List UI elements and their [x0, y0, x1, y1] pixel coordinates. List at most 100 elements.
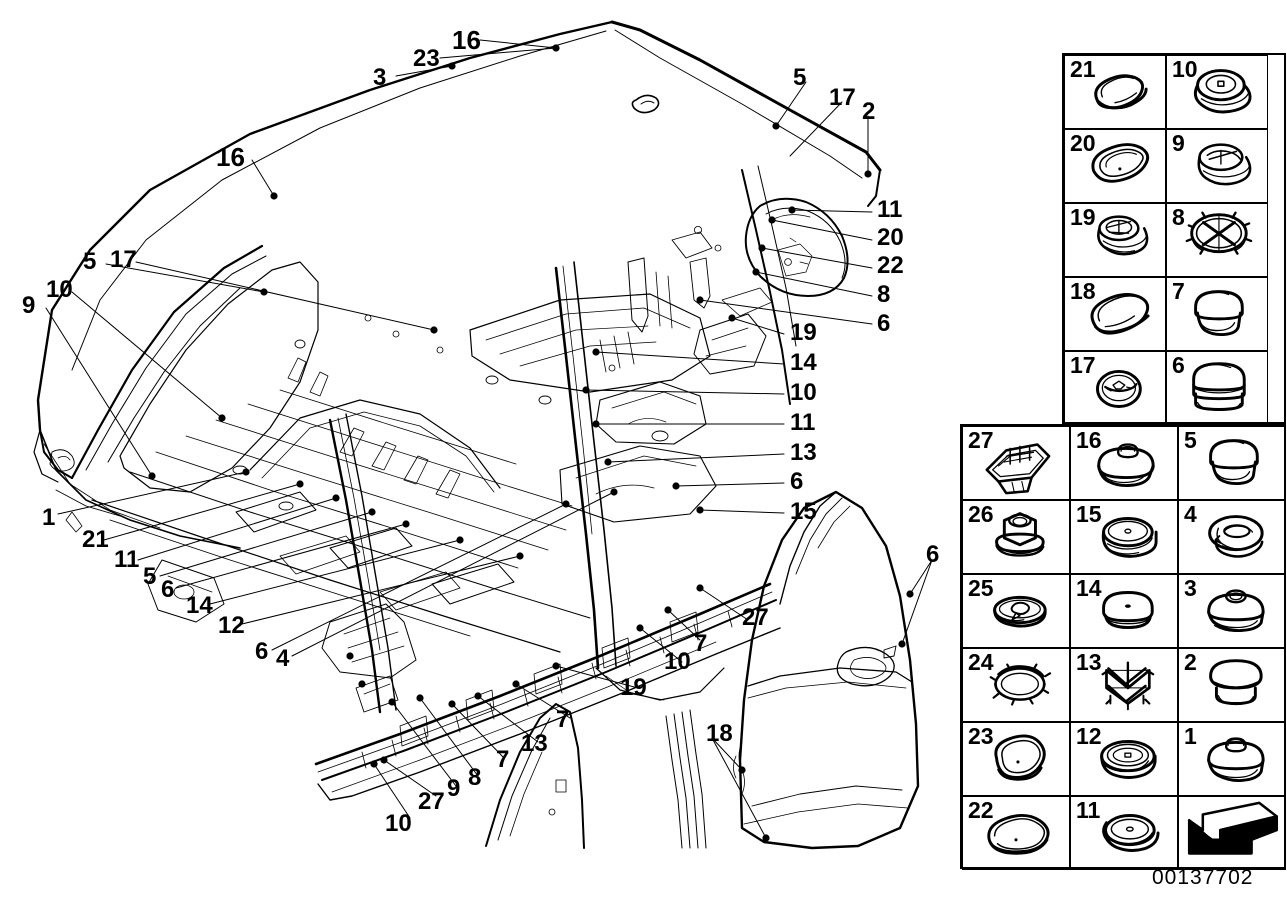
callout-3: 3 [373, 64, 387, 91]
callout-14: 14 [790, 349, 817, 376]
legend-cell-13[interactable]: 13 [1070, 648, 1178, 722]
callout-5: 5 [83, 248, 97, 275]
legend-cell-12[interactable]: 12 [1070, 722, 1178, 796]
legend-cell-arrow[interactable] [1178, 796, 1286, 870]
callout-12: 12 [218, 612, 245, 639]
round-fan-plug-icon [1065, 204, 1165, 276]
part-number: 00137702 [1152, 866, 1254, 889]
callout-9: 9 [22, 292, 36, 319]
round-lip-cap-icon [1071, 797, 1177, 869]
legend-number: 25 [968, 575, 994, 601]
legend-number: 17 [1070, 352, 1096, 378]
legend-number: 12 [1076, 723, 1102, 749]
legend-cell-18[interactable]: 18 [1064, 277, 1166, 351]
legend-number: 13 [1076, 649, 1102, 675]
callout-21: 21 [82, 526, 109, 553]
mushroom-plug-icon [1179, 649, 1285, 721]
legend-number: 2 [1184, 649, 1197, 675]
callout-9: 9 [447, 775, 461, 802]
callout-16: 16 [452, 25, 481, 55]
legend-cell-6[interactable]: 6 [1166, 351, 1268, 425]
legend-number: 4 [1184, 501, 1197, 527]
legend-number: 11 [1076, 797, 1101, 823]
callout-14: 14 [186, 592, 213, 619]
legend-number: 27 [968, 427, 994, 453]
ring-slot-washer-icon [1179, 501, 1285, 573]
callout-8: 8 [468, 764, 482, 791]
car-body-shell-drawing [33, 20, 933, 850]
legend-number: 8 [1172, 204, 1185, 230]
callout-5: 5 [143, 563, 157, 590]
legend-cell-7[interactable]: 7 [1166, 277, 1268, 351]
flange-nut-icon [963, 501, 1069, 573]
legend-number: 3 [1184, 575, 1197, 601]
round-cap-dot-icon [1071, 575, 1177, 647]
legend-cell-20[interactable]: 20 [1064, 129, 1166, 203]
callout-17: 17 [110, 246, 137, 273]
flat-disc-tab-icon [963, 575, 1069, 647]
legend-number: 16 [1076, 427, 1102, 453]
callout-11: 11 [114, 546, 140, 573]
callout-10: 10 [46, 276, 73, 303]
callout-2: 2 [862, 98, 876, 125]
callout-1: 1 [42, 504, 56, 531]
legend-cell-10[interactable]: 10 [1166, 55, 1268, 129]
callout-13: 13 [790, 439, 817, 466]
callout-22: 22 [877, 252, 904, 279]
bracket-clip-icon [963, 427, 1069, 499]
callout-7: 7 [694, 630, 708, 657]
callout-19: 19 [620, 674, 647, 701]
legend-number: 15 [1076, 501, 1102, 527]
legend-cell-27[interactable]: 27 [962, 426, 1070, 500]
legend-number: 5 [1184, 427, 1197, 453]
dome-plug-icon [1179, 427, 1285, 499]
callout-6: 6 [877, 310, 891, 337]
callout-6: 6 [926, 541, 940, 568]
callout-27: 27 [742, 604, 769, 631]
callout-19: 19 [790, 319, 817, 346]
dome-plug-icon [1167, 278, 1267, 350]
legend-cell-23[interactable]: 23 [962, 722, 1070, 796]
callout-5: 5 [793, 64, 807, 91]
legend-cell-4[interactable]: 4 [1178, 500, 1286, 574]
legend-cell-26[interactable]: 26 [962, 500, 1070, 574]
callout-17: 17 [829, 84, 856, 111]
round-rim-cap-icon [1071, 723, 1177, 795]
callout-7: 7 [496, 746, 510, 773]
legend-cell-25[interactable]: 25 [962, 574, 1070, 648]
callout-18: 18 [706, 720, 733, 747]
legend-cell-11[interactable]: 11 [1070, 796, 1178, 870]
legend-cell-22[interactable]: 22 [962, 796, 1070, 870]
callout-10: 10 [790, 379, 817, 406]
callout-6: 6 [161, 576, 175, 603]
round-disc-cap-icon [1071, 501, 1177, 573]
legend-cell-24[interactable]: 24 [962, 648, 1070, 722]
legend-number: 19 [1070, 204, 1096, 230]
blob-cap-icon [963, 797, 1069, 869]
oval-cap-icon [1065, 56, 1165, 128]
legend-cell-1[interactable]: 1 [1178, 722, 1286, 796]
legend-cell-15[interactable]: 15 [1070, 500, 1178, 574]
legend-cell-9[interactable]: 9 [1166, 129, 1268, 203]
legend-number: 10 [1172, 56, 1198, 82]
legend-cell-2[interactable]: 2 [1178, 648, 1286, 722]
legend-cell-19[interactable]: 19 [1064, 203, 1166, 277]
legend-cell-5[interactable]: 5 [1178, 426, 1286, 500]
callout-23: 23 [413, 45, 440, 72]
legend-cell-3[interactable]: 3 [1178, 574, 1286, 648]
callout-20: 20 [877, 224, 904, 251]
callout-10: 10 [385, 810, 412, 837]
callout-11: 11 [790, 409, 816, 436]
cross-plug-icon [1071, 649, 1177, 721]
callout-15: 15 [790, 498, 817, 525]
callout-11: 11 [877, 196, 903, 223]
legend-cell-17[interactable]: 17 [1064, 351, 1166, 425]
legend-cell-21[interactable]: 21 [1064, 55, 1166, 129]
legend-cell-14[interactable]: 14 [1070, 574, 1178, 648]
legend-cell-8[interactable]: 8 [1166, 203, 1268, 277]
callout-16: 16 [216, 142, 245, 172]
legend-cell-16[interactable]: 16 [1070, 426, 1178, 500]
callout-10: 10 [664, 648, 691, 675]
